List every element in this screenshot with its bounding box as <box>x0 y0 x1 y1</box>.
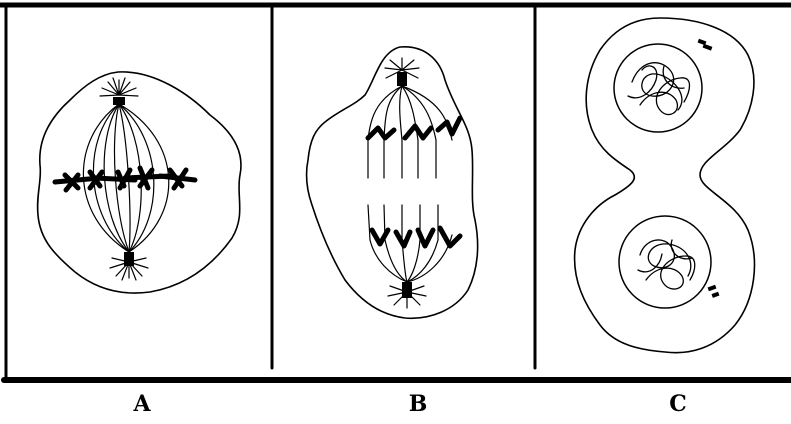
centrosome-bottom-a <box>110 252 148 280</box>
panel-label-b: B <box>398 391 438 417</box>
chromatin-bottom-c <box>638 240 695 289</box>
panel-label-a: A <box>122 391 162 417</box>
spindle-fibers-b <box>368 86 452 282</box>
nucleus-bottom-c <box>619 216 711 308</box>
panel-c-telophase-cells <box>575 18 755 353</box>
centrosome-bottom-b <box>388 282 426 308</box>
metaphase-chromosomes-a <box>55 168 195 190</box>
centrosome-top-b <box>385 58 419 86</box>
centrosome-top-a <box>100 78 138 105</box>
anaphase-chromosomes-top-b <box>368 118 460 138</box>
chromatin-top-c <box>628 63 690 115</box>
panel-a-metaphase-cell <box>38 72 241 293</box>
frame <box>0 5 791 381</box>
cell-membrane-c <box>575 18 755 353</box>
panel-b-anaphase-cell <box>307 47 478 318</box>
panel-label-c: C <box>658 391 698 417</box>
cell-membrane-b <box>307 47 478 318</box>
